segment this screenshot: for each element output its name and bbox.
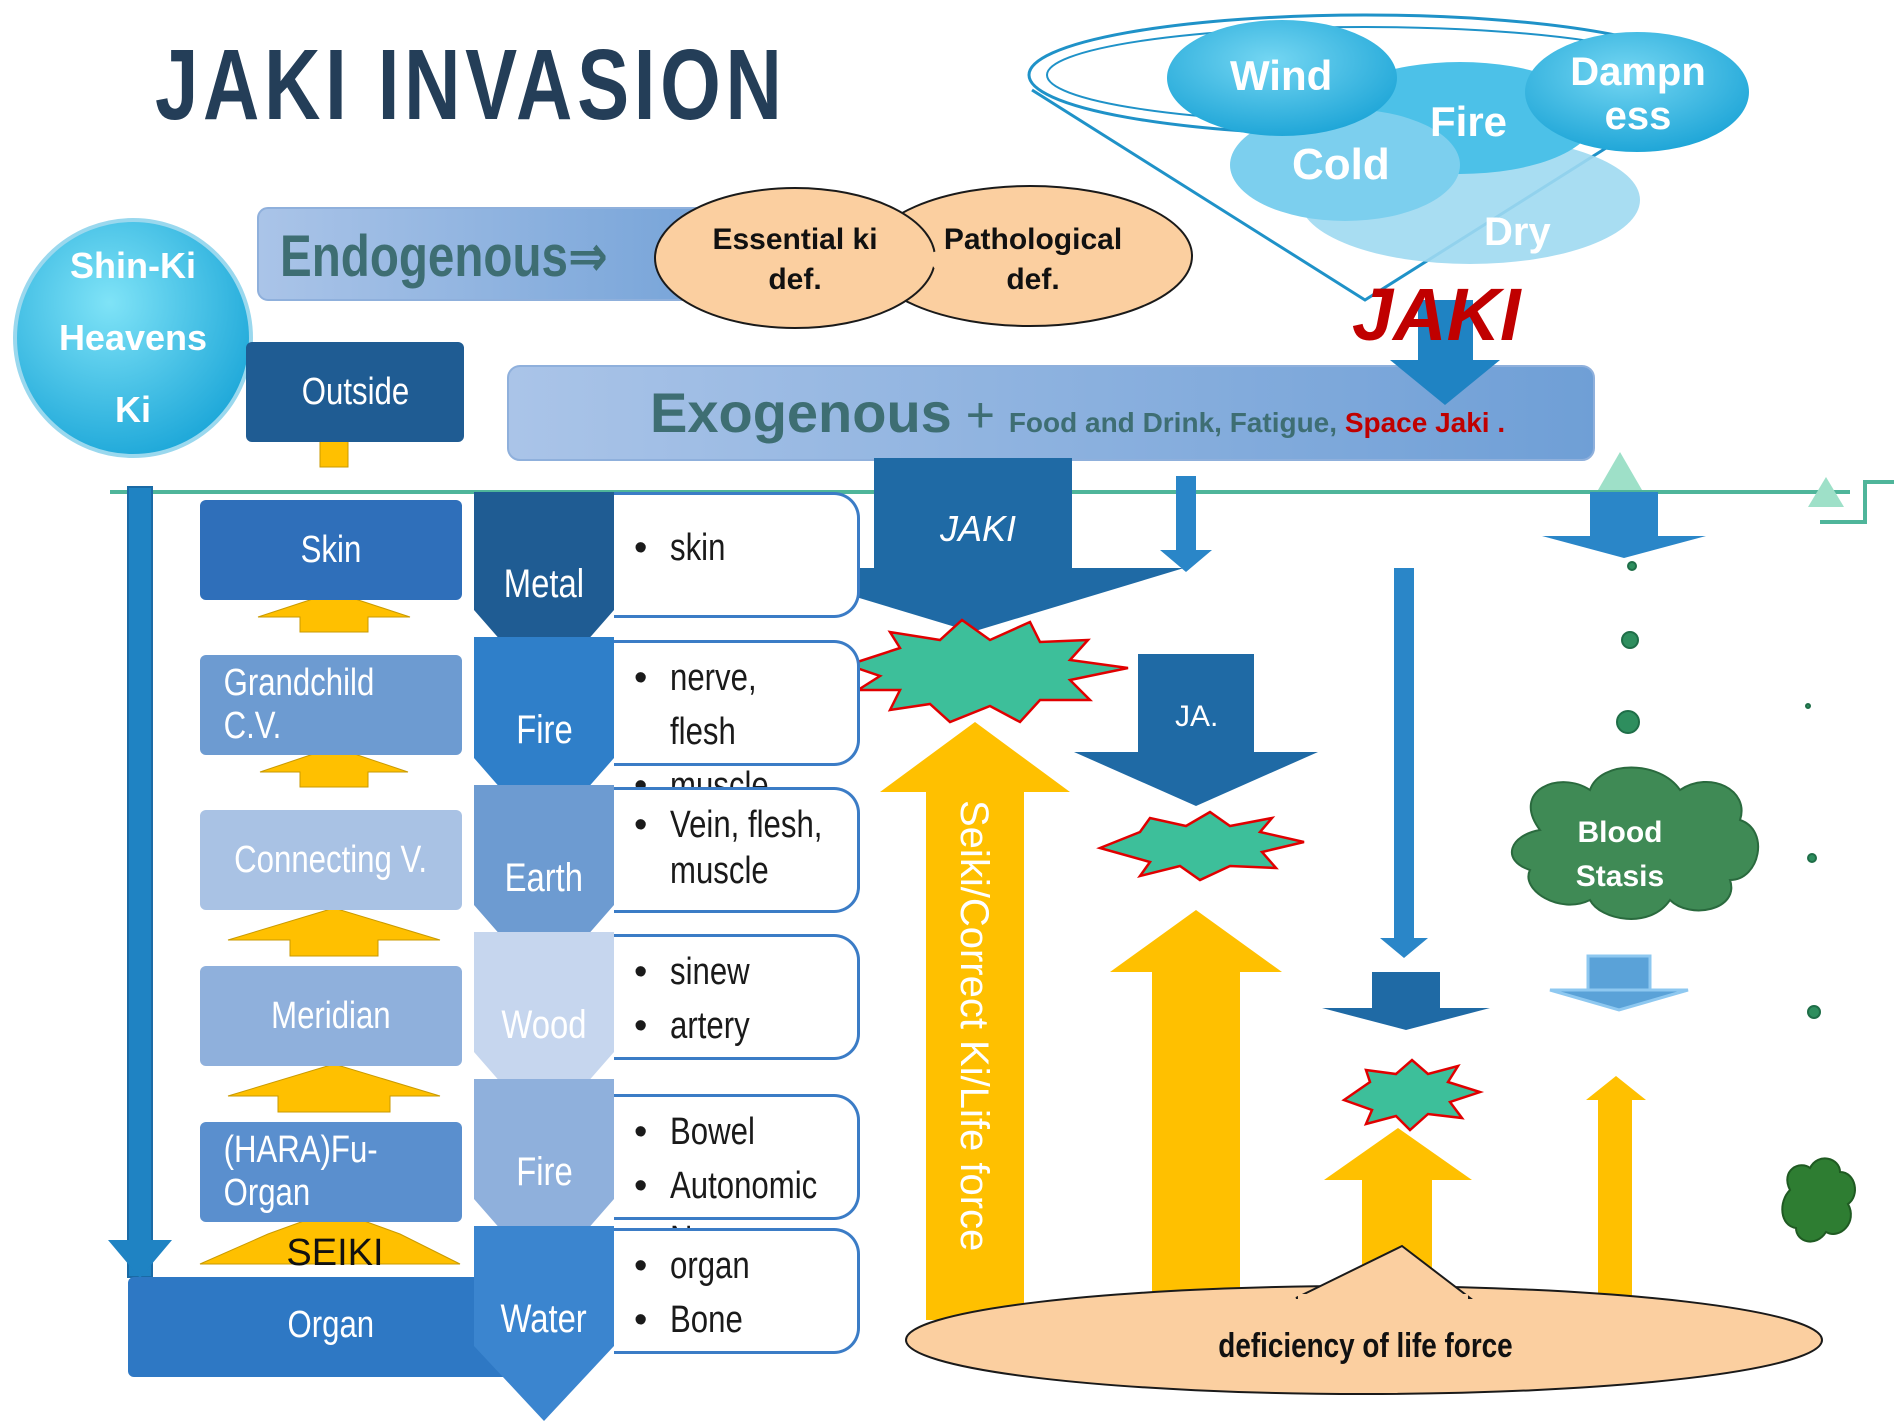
level-label: Grandchild C.V. [223, 662, 375, 747]
pathological-text: Pathological def. [918, 220, 1148, 300]
level-skin: Skin [200, 500, 462, 600]
shin-ki-line2: Heavens [58, 317, 208, 358]
dampness-line: ess [1604, 94, 1672, 138]
external-factors-funnel [1027, 13, 1749, 302]
item-text: Bone [670, 1299, 743, 1341]
jaki-arrow-label: JAKI [940, 508, 1017, 549]
fire-label: Fire [1430, 98, 1508, 145]
list-item: Bowel [634, 1105, 857, 1159]
essential-ki-text: Essential ki def. [680, 220, 910, 300]
bubble-line: def. [1006, 263, 1060, 296]
bubble-line: Pathological [943, 223, 1123, 256]
element-name: Fire [515, 708, 573, 752]
page-title: JAKI INVASION [155, 29, 787, 141]
exogenous-plus: + [951, 387, 1009, 443]
shin-ki-line1: Shin-Ki [70, 245, 196, 286]
dry-label: Dry [1484, 210, 1551, 254]
dampness-label: Dampn ess [1548, 44, 1728, 144]
items-fire: nerve, fleshmuscle [614, 640, 860, 813]
big-jaki-arrow [760, 458, 1184, 632]
element-name: Fire [515, 1150, 573, 1194]
item-text: muscle [670, 850, 769, 892]
level-label: Skin [300, 528, 362, 571]
element-earth: Earth [474, 856, 614, 901]
level-label: Meridian [271, 994, 391, 1037]
level-meridian: Meridian [200, 966, 462, 1066]
list-item: sinew [634, 945, 857, 999]
item-text: Bowel [670, 1111, 755, 1153]
level-hara-fu-organ: (HARA)Fu-Organ [200, 1122, 462, 1222]
dampness-line: Dampn [1570, 50, 1706, 94]
item-text: sinew [670, 951, 750, 993]
item-text: Vein, flesh, [670, 804, 823, 846]
item-text: organ [670, 1245, 750, 1287]
seiki-label: SEIKI [286, 1231, 384, 1274]
cold-label: Cold [1292, 140, 1390, 189]
organ-label: Organ [200, 1290, 462, 1360]
item-text: skin [670, 527, 726, 569]
blood-stasis-cloud [1510, 766, 1759, 920]
shin-ki-line3: Ki [115, 389, 151, 430]
list-item: muscle [634, 848, 857, 894]
exogenous-end: . [1489, 407, 1506, 438]
blood-line: Blood [1577, 816, 1663, 849]
deficiency-text: deficiency of life force [1217, 1326, 1513, 1365]
items-metal: skin [614, 492, 860, 618]
element-water: Water [474, 1297, 614, 1342]
list-item: organ [634, 1239, 857, 1293]
element-name: Wood [501, 1003, 587, 1047]
bubble-line: Essential ki [712, 223, 878, 256]
endogenous-text: Endogenous⇒ [280, 224, 608, 289]
list-item: Bone [634, 1293, 857, 1347]
shin-ki-label: Shin-Ki Heavens Ki [20, 238, 246, 438]
element-name: Earth [504, 856, 584, 900]
outside-box: Outside [246, 342, 464, 442]
organ-text: Organ [287, 1303, 375, 1346]
items-wood: sinew artery [614, 934, 860, 1060]
blood-stasis-label: Blood Stasis [1540, 810, 1700, 900]
level-label: (HARA)Fu-Organ [223, 1129, 378, 1214]
jaki-red-label: JAKI [1352, 273, 1521, 356]
element-wood: Wood [474, 1003, 614, 1048]
items-fire-2: BowelAutonomic N. [614, 1094, 860, 1261]
deficiency-label: deficiency of life force [1120, 1318, 1610, 1374]
list-item: skin [634, 521, 857, 575]
ja-arrow-label: JA. [1175, 700, 1219, 733]
level-connecting-v: Connecting V. [200, 810, 462, 910]
exogenous-space-jaki: Space Jaki [1344, 407, 1490, 438]
bubble-line: def. [768, 263, 822, 296]
organ-bar [128, 1277, 520, 1377]
element-chevrons [474, 492, 614, 1421]
exogenous-label: Exogenous + Food and Drink, Fatigue, Spa… [650, 380, 1505, 445]
level-label: Connecting V. [234, 838, 428, 881]
element-fire: Fire [474, 708, 614, 753]
stasis-line: Stasis [1575, 860, 1665, 893]
list-item: artery [634, 999, 857, 1053]
jaki-down-arrow [1390, 300, 1500, 405]
items-earth: Vein, flesh,muscle [614, 787, 860, 913]
seiki-vertical-text: Seiki/Correct Ki/Life force [952, 800, 996, 1252]
element-name: Metal [503, 562, 585, 606]
level-grandchild-cv: Grandchild C.V. [200, 655, 462, 755]
endogenous-label: Endogenous⇒ [280, 222, 680, 290]
seiki-vertical-container: Seiki/Correct Ki/Life force [952, 800, 998, 1320]
element-name: Water [500, 1297, 588, 1341]
item-text: nerve, flesh [670, 657, 757, 753]
outside-label: Outside [301, 370, 409, 413]
list-item: nerve, flesh [634, 651, 857, 759]
exogenous-text: Exogenous [650, 381, 952, 444]
element-fire-2: Fire [474, 1150, 614, 1195]
element-metal: Metal [474, 562, 614, 607]
list-item: Vein, flesh, [634, 802, 857, 848]
shin-ki-circle [13, 218, 253, 458]
exogenous-extra: Food and Drink, Fatigue, [1008, 407, 1345, 438]
item-text: artery [670, 1005, 750, 1047]
wind-label: Wind [1230, 52, 1333, 99]
items-water: organBone [614, 1228, 860, 1354]
